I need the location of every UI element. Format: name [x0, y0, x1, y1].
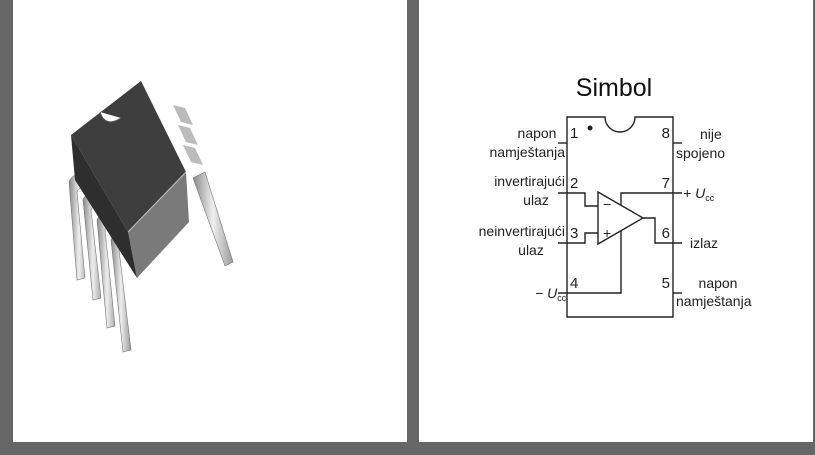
pin-2-label-line1: invertirajući [494, 173, 565, 189]
ic-package-outline [566, 116, 674, 318]
pin-5-label-line2: namještanja [676, 293, 752, 309]
opamp-symbol: − + [558, 190, 682, 294]
chip-body [71, 81, 189, 278]
pin-4-label: − Ucc [535, 285, 567, 303]
inverting-sign: − [603, 196, 611, 212]
pin-4-number: 4 [570, 275, 578, 292]
pin-7-number: 7 [662, 175, 670, 192]
pin-3-number: 3 [570, 225, 578, 242]
pin-5-label-line1: napon [699, 275, 738, 291]
pin-1-label-line2: namještanja [490, 144, 566, 160]
pin1-dot-icon [587, 125, 593, 131]
pin-8-number: 8 [662, 125, 670, 142]
pinout-panel [419, 0, 813, 442]
chip-photo-panel [13, 0, 407, 442]
pin-6-number: 6 [662, 225, 670, 242]
pin-2-label-line2: ulaz [523, 192, 549, 208]
pin-1-number: 1 [570, 125, 578, 142]
pin-7-label: + Ucc [683, 185, 715, 203]
package-box [566, 116, 674, 318]
pin-3-label-line2: ulaz [518, 242, 544, 258]
noninverting-sign: + [603, 225, 611, 241]
pin-8-label-line2: spojeno [676, 145, 725, 161]
chip-back-legs [173, 105, 234, 267]
diagram-title: Simbol [576, 74, 652, 102]
pin-1-label-line1: napon [518, 125, 557, 141]
dip8-chip-image [68, 81, 234, 353]
pin-3-label-line1: neinvertirajući [479, 223, 565, 239]
pin-labels: napon namještanja invertirajući ulaz nei… [479, 125, 752, 309]
pin-8-label-line1: nije [700, 126, 722, 142]
pin-5-number: 5 [662, 275, 670, 292]
pin-numbers: 1 2 3 4 5 6 7 8 [570, 125, 670, 292]
pin-6-label: izlaz [690, 235, 718, 251]
pin-2-number: 2 [570, 175, 578, 192]
